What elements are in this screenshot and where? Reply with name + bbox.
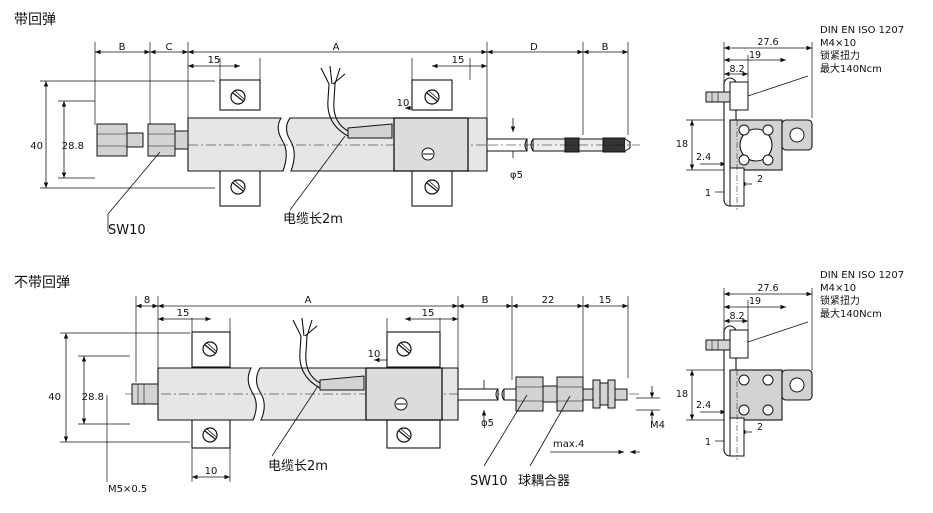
label-ball-joint: 球耦合器 bbox=[518, 474, 570, 489]
dim-b-bottom: B bbox=[482, 295, 489, 306]
dim-mount-10: 10 bbox=[397, 98, 410, 109]
note-line-2: M4×10 bbox=[820, 38, 856, 49]
dim-m4: M4 bbox=[650, 420, 665, 431]
note-line-4: 最大140Ncm bbox=[820, 62, 882, 75]
dim-19: 19 bbox=[749, 50, 761, 61]
dim-2-4: 2.4 bbox=[696, 152, 711, 163]
push-rod bbox=[486, 137, 640, 153]
dim-height-40-bottom: 40 bbox=[48, 392, 61, 403]
dim-18: 18 bbox=[676, 139, 688, 150]
dim-15-right: 15 bbox=[599, 295, 612, 306]
dim-1: 1 bbox=[705, 188, 711, 199]
clamp-profile bbox=[705, 77, 813, 210]
cable-bottom bbox=[292, 317, 365, 391]
front-threaded-stub bbox=[131, 383, 159, 405]
label-sw10-bottom: SW10 bbox=[470, 474, 508, 489]
mounting-clamp-right-bottom bbox=[386, 331, 441, 449]
dim-8: 8 bbox=[144, 295, 150, 306]
side-view-top: DIN EN ISO 1207 M4×10 锁紧扭力 最大140Ncm 27.6… bbox=[676, 25, 904, 210]
dim-mount-bottom-10: 10 bbox=[205, 466, 218, 477]
side-dimension-lines bbox=[689, 45, 812, 195]
dim-2-bottom: 2 bbox=[757, 422, 763, 433]
clamp-profile-bottom bbox=[705, 325, 813, 460]
dim-22: 22 bbox=[542, 295, 555, 306]
note-line-3: 锁紧扭力 bbox=[820, 49, 860, 62]
dim-a-bottom: A bbox=[305, 295, 312, 306]
rod-and-ball-joint bbox=[457, 376, 628, 412]
dim-c: C bbox=[166, 42, 173, 53]
dim-d: D bbox=[530, 42, 538, 53]
note-line-4-bottom: 最大140Ncm bbox=[820, 307, 882, 320]
dim-27-6-bottom: 27.6 bbox=[757, 283, 778, 294]
side-view-bottom: DIN EN ISO 1207 M4×10 锁紧扭力 最大140Ncm 27.6… bbox=[676, 270, 904, 460]
dim-phi5-bottom: φ5 bbox=[481, 418, 494, 429]
side-dimension-lines-bottom bbox=[689, 291, 812, 444]
label-cable-length: 电缆长2m bbox=[283, 211, 343, 227]
dim-mount-10-bottom: 10 bbox=[368, 349, 381, 360]
dim-mount-left: 15 bbox=[208, 55, 221, 66]
dimension-lines-bottom bbox=[63, 303, 655, 480]
dim-mount-left-bottom: 15 bbox=[177, 308, 190, 319]
label-sw10: SW10 bbox=[108, 223, 146, 238]
extension-lines-bottom bbox=[60, 296, 660, 482]
mounting-clamp-left bbox=[219, 79, 261, 207]
dim-18-bottom: 18 bbox=[676, 389, 688, 400]
label-cable-length-bottom: 电缆长2m bbox=[268, 458, 328, 474]
extension-lines bbox=[40, 42, 629, 189]
dim-height-40: 40 bbox=[30, 141, 43, 152]
dim-max4: max.4 bbox=[553, 439, 584, 450]
leaders bbox=[107, 135, 346, 232]
dim-8-2-bottom: 8.2 bbox=[729, 311, 744, 322]
dim-27-6: 27.6 bbox=[757, 37, 778, 48]
dim-1-bottom: 1 bbox=[705, 437, 711, 448]
note-line-2-bottom: M4×10 bbox=[820, 283, 856, 294]
section-without-spring: 不带回弹 bbox=[14, 275, 665, 495]
dim-m5: M5×0.5 bbox=[108, 484, 147, 495]
section-with-spring: 带回弹 bbox=[14, 12, 640, 238]
slider-block-bottom bbox=[365, 367, 443, 421]
dim-b-left: B bbox=[119, 42, 126, 53]
slider-block bbox=[393, 117, 469, 172]
dim-19-bottom: 19 bbox=[749, 296, 761, 307]
leaders-bottom bbox=[271, 385, 571, 467]
mounting-clamp-right bbox=[411, 79, 453, 207]
section-title-without-spring: 不带回弹 bbox=[14, 275, 70, 291]
note-line-1: DIN EN ISO 1207 bbox=[820, 25, 904, 36]
dim-a: A bbox=[333, 42, 340, 53]
dim-mount-right: 15 bbox=[452, 55, 465, 66]
left-fittings bbox=[96, 123, 189, 157]
dim-phi5: φ5 bbox=[510, 170, 523, 181]
dim-b-right: B bbox=[602, 42, 609, 53]
cable bbox=[320, 65, 393, 139]
dim-2-4-bottom: 2.4 bbox=[696, 400, 711, 411]
dim-2: 2 bbox=[757, 174, 763, 185]
dimension-lines bbox=[43, 49, 628, 188]
note-line-1-bottom: DIN EN ISO 1207 bbox=[820, 270, 904, 281]
section-title-with-spring: 带回弹 bbox=[14, 12, 56, 28]
dim-8-2: 8.2 bbox=[729, 64, 744, 75]
dim-height-28-8: 28.8 bbox=[62, 141, 84, 152]
note-line-3-bottom: 锁紧扭力 bbox=[820, 294, 860, 307]
dim-height-28-8-bottom: 28.8 bbox=[82, 392, 104, 403]
dim-mount-right-bottom: 15 bbox=[422, 308, 435, 319]
